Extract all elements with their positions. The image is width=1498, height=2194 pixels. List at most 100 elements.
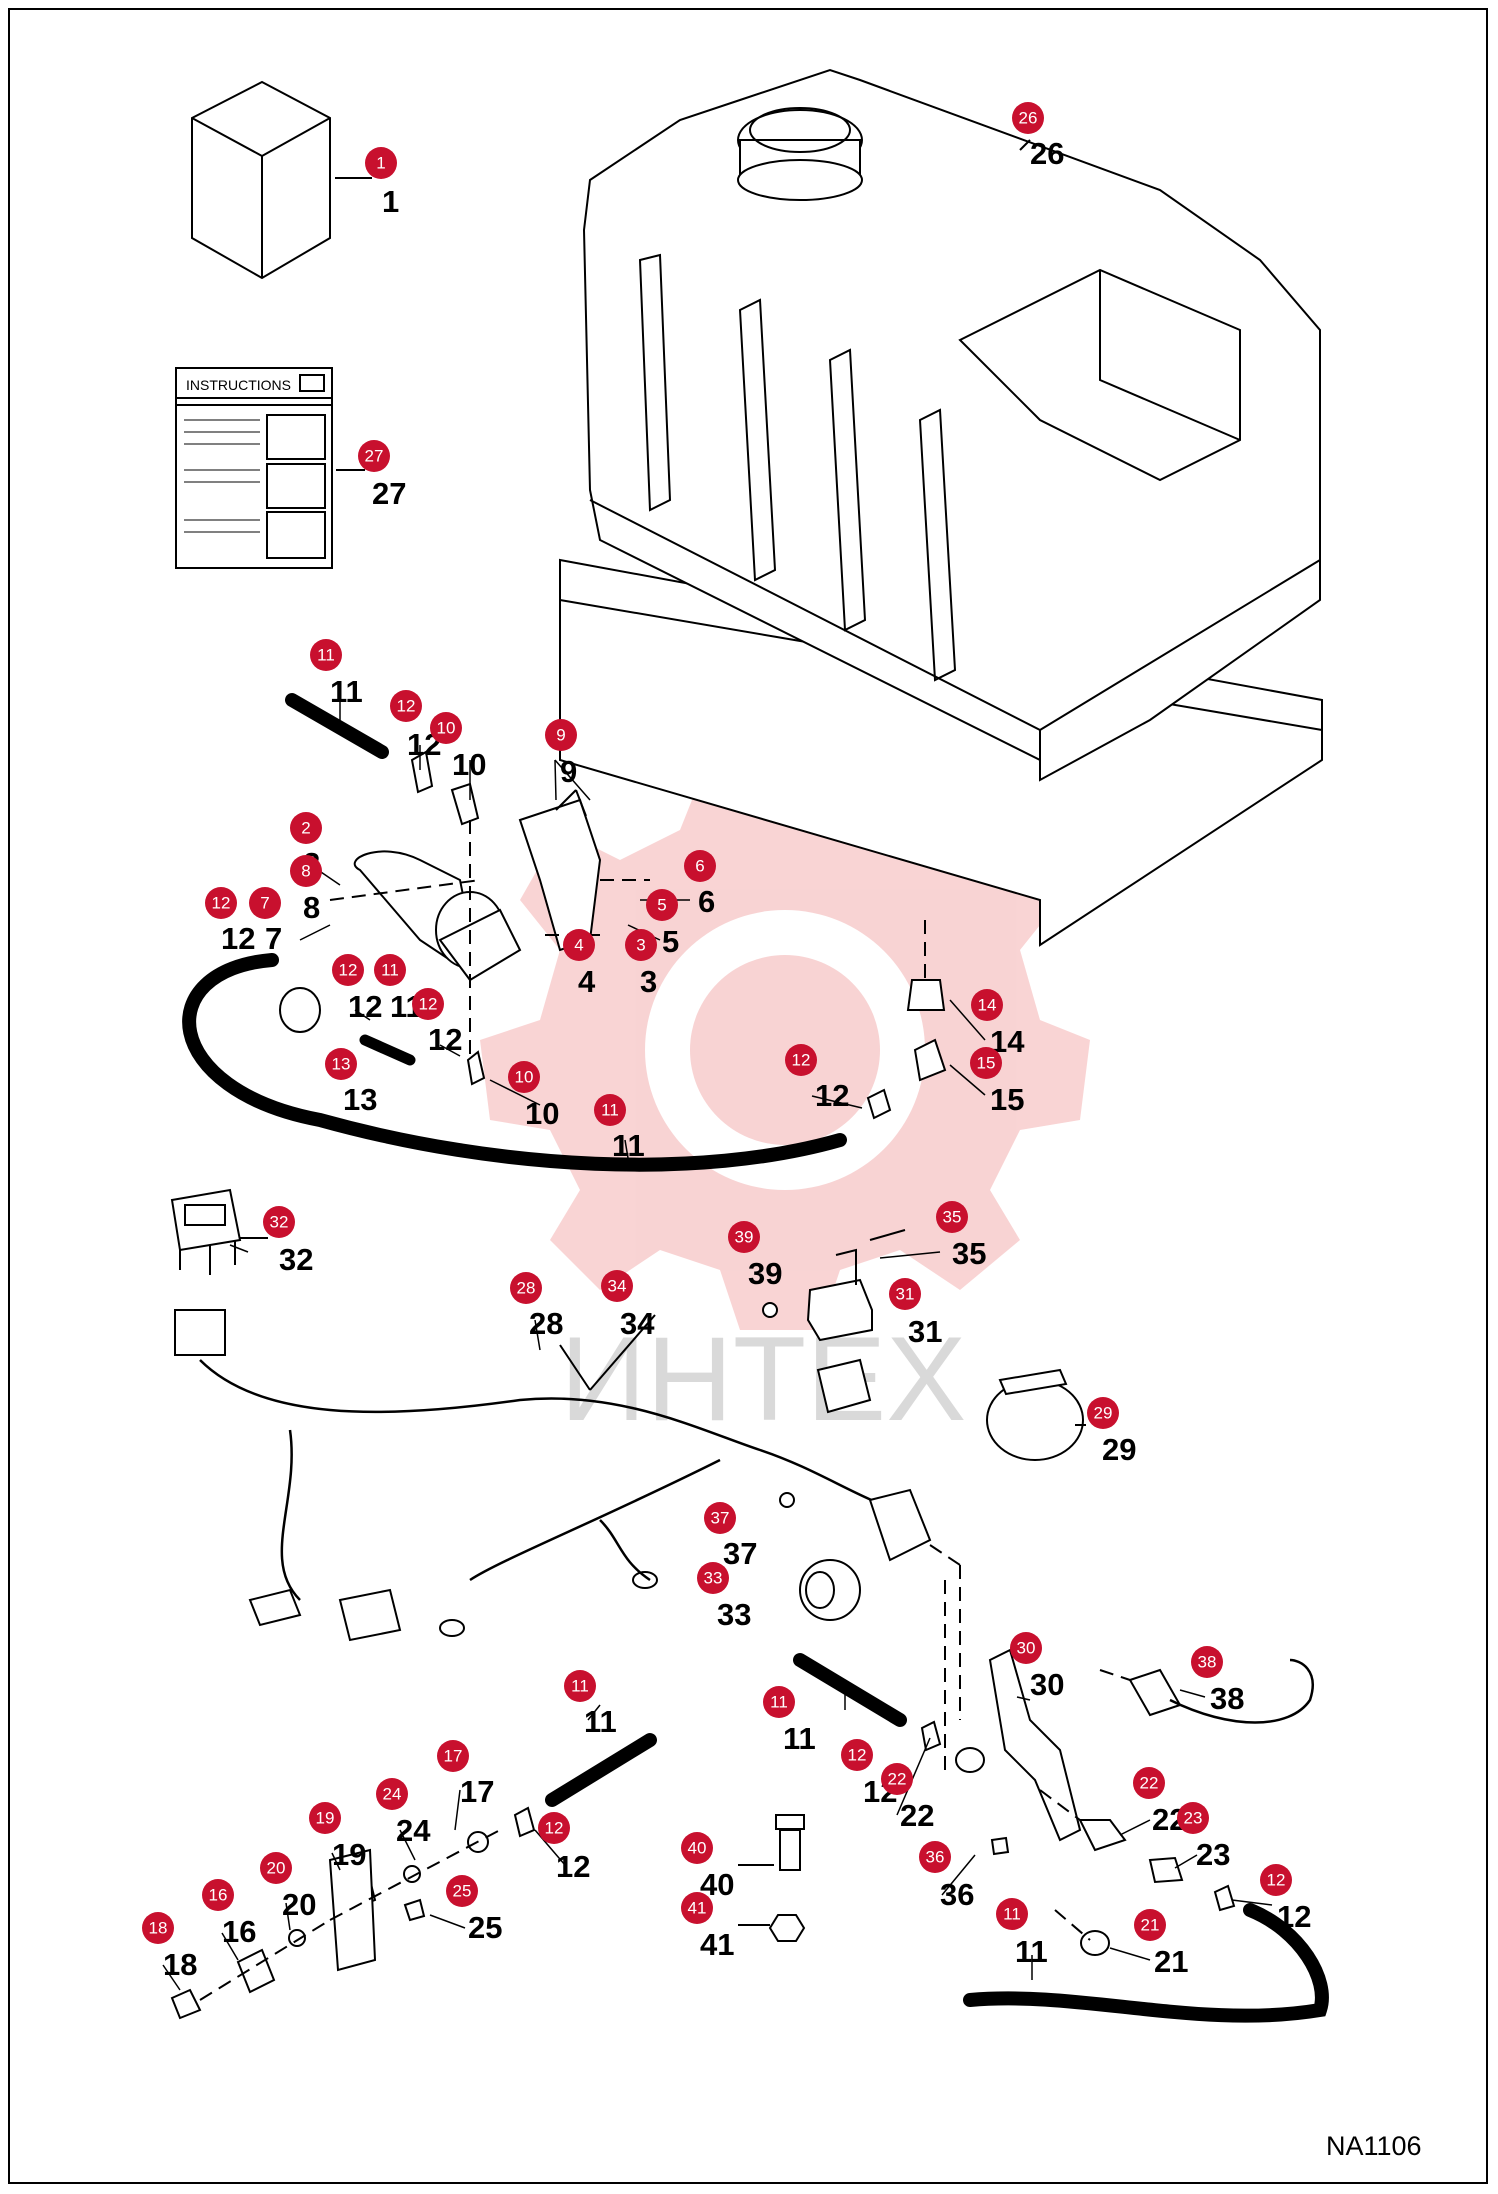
part-bracket-assembly xyxy=(793,1648,1329,2023)
callout-badge-number: 38 xyxy=(1198,1653,1217,1672)
callout-label: 12 xyxy=(428,1022,462,1057)
callout-badge xyxy=(728,1221,760,1253)
callout-badge xyxy=(763,1686,795,1718)
callout-badge xyxy=(510,1272,542,1304)
leader-line xyxy=(299,924,331,941)
callout-badge-number: 11 xyxy=(601,1101,619,1120)
callout-badge-number: 11 xyxy=(317,646,335,665)
callout-label: 39 xyxy=(748,1256,782,1291)
callout-7: 77 xyxy=(249,887,282,956)
callout-badge-number: 12 xyxy=(545,1819,564,1838)
callout-label: 12 xyxy=(815,1078,849,1113)
callout-badge-number: 13 xyxy=(332,1055,351,1074)
leader-line xyxy=(949,1064,986,1096)
leader-line xyxy=(896,1737,931,1816)
callout-badge xyxy=(538,1812,570,1844)
callout-badge-number: 22 xyxy=(1140,1774,1159,1793)
callout-badge-number: 15 xyxy=(977,1054,996,1073)
part-kit-box xyxy=(191,80,372,280)
leader-line xyxy=(285,1902,291,1931)
callout-badge xyxy=(260,1852,292,1884)
callout-badge xyxy=(1260,1864,1292,1896)
callout-badge xyxy=(1191,1646,1223,1678)
callout-badge xyxy=(290,855,322,887)
callout-badge xyxy=(971,989,1003,1021)
leader-line xyxy=(354,1009,371,1021)
callout-badge-number: 20 xyxy=(267,1859,286,1878)
callout-label: 30 xyxy=(1030,1667,1064,1702)
leader-line xyxy=(1016,1696,1031,1701)
callout-badge xyxy=(437,1740,469,1772)
callout-badge xyxy=(202,1879,234,1911)
callout-badge-number: 25 xyxy=(453,1882,472,1901)
callout-badge xyxy=(430,712,462,744)
callout-badge-number: 28 xyxy=(517,1279,536,1298)
callout-badge-number: 10 xyxy=(515,1068,534,1087)
leader-line xyxy=(554,759,591,801)
callout-badge-number: 22 xyxy=(888,1770,907,1789)
callout-badge xyxy=(310,639,342,671)
drawing-code: NA1106 xyxy=(1326,2131,1422,2161)
callout-badge-number: 12 xyxy=(792,1051,811,1070)
callout-badge-number: 40 xyxy=(688,1839,707,1858)
callout-badge-number: 8 xyxy=(301,862,310,881)
callout-badge xyxy=(601,1270,633,1302)
leader-line xyxy=(229,1244,249,1253)
leader-line xyxy=(879,1251,941,1259)
callout-label: 27 xyxy=(372,476,406,511)
leader-line xyxy=(1179,1689,1206,1698)
callout-badge-number: 41 xyxy=(688,1899,707,1918)
callout-badge xyxy=(390,690,422,722)
callout-badge-number: 27 xyxy=(365,447,384,466)
callout-badge-number: 12 xyxy=(419,995,438,1014)
watermark-text: ИНТЕХ xyxy=(560,1312,966,1446)
callout-badge xyxy=(1133,1767,1165,1799)
callout-badge xyxy=(376,1778,408,1810)
callout-badge xyxy=(996,1898,1028,1930)
callout-label: 11 xyxy=(612,1128,645,1163)
callout-badge-number: 11 xyxy=(381,961,399,980)
callout-badge-number: 5 xyxy=(657,896,666,915)
callout-badge-number: 19 xyxy=(316,1809,335,1828)
callout-badge xyxy=(697,1562,729,1594)
leader-line xyxy=(1174,1854,1198,1869)
callout-label: 7 xyxy=(265,921,282,956)
callout-badge-number: 31 xyxy=(896,1285,915,1304)
leader-line xyxy=(221,1932,239,1961)
callout-label: 41 xyxy=(700,1927,734,1962)
callout-label: 12 xyxy=(556,1849,590,1884)
callout-badge-number: 6 xyxy=(695,857,704,876)
leader-line xyxy=(811,1095,863,1109)
part-wire-harness xyxy=(174,1309,932,1642)
callout-badge-number: 4 xyxy=(574,936,583,955)
leader-line xyxy=(534,1319,541,1351)
part-lower-fittings xyxy=(170,1733,657,2020)
callout-label: 9 xyxy=(560,754,577,789)
part-pump-assembly xyxy=(182,693,947,1172)
callout-badge xyxy=(412,988,444,1020)
callout-label: 32 xyxy=(279,1242,313,1277)
callout-badge xyxy=(563,929,595,961)
leader-line xyxy=(1119,1819,1151,1836)
callout-9: 99 xyxy=(545,719,577,789)
callout-badge-number: 33 xyxy=(704,1569,723,1588)
callout-badge xyxy=(970,1047,1002,1079)
callout-badge-number: 34 xyxy=(608,1277,627,1296)
